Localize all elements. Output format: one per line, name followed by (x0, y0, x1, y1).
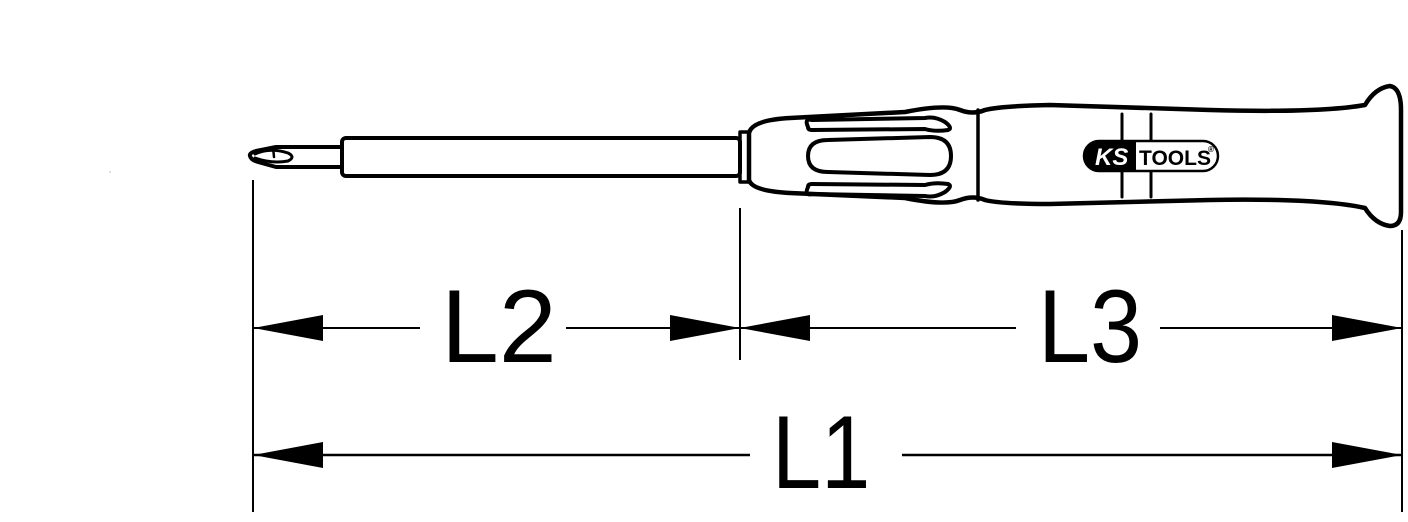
dimension-label-l3: L3 (1038, 267, 1142, 384)
shaft (340, 136, 742, 178)
grip-slot-middle (806, 135, 953, 177)
arrow-right-icon (1332, 315, 1402, 341)
logo-suffix: TOOLS (1139, 147, 1211, 170)
handle-outline (746, 83, 1404, 229)
dimension-l1: L1 (253, 395, 1402, 511)
dimension-label-l1: L1 (772, 395, 870, 510)
phillips-tip (247, 145, 344, 169)
dimension-l3: L3 (740, 267, 1402, 384)
grip-slot-top (804, 115, 952, 133)
arrow-left-icon (253, 315, 323, 341)
arrow-left-icon (740, 315, 810, 341)
logo-registered-mark: ® (1208, 145, 1214, 154)
stray-dot (109, 171, 111, 173)
arrow-left-icon (253, 442, 323, 468)
dimension-l2: L2 (253, 269, 740, 385)
dimension-label-l2: L2 (441, 269, 557, 385)
arrow-right-icon (670, 315, 740, 341)
grip-slot-bottom (804, 181, 952, 199)
arrow-right-icon (1332, 442, 1402, 468)
logo-prefix: KS (1095, 144, 1128, 171)
ks-tools-logo: KS TOOLS ® (1082, 139, 1220, 173)
dimension-lines: L2 L3 L1 (252, 180, 1403, 512)
screwdriver (247, 83, 1404, 229)
